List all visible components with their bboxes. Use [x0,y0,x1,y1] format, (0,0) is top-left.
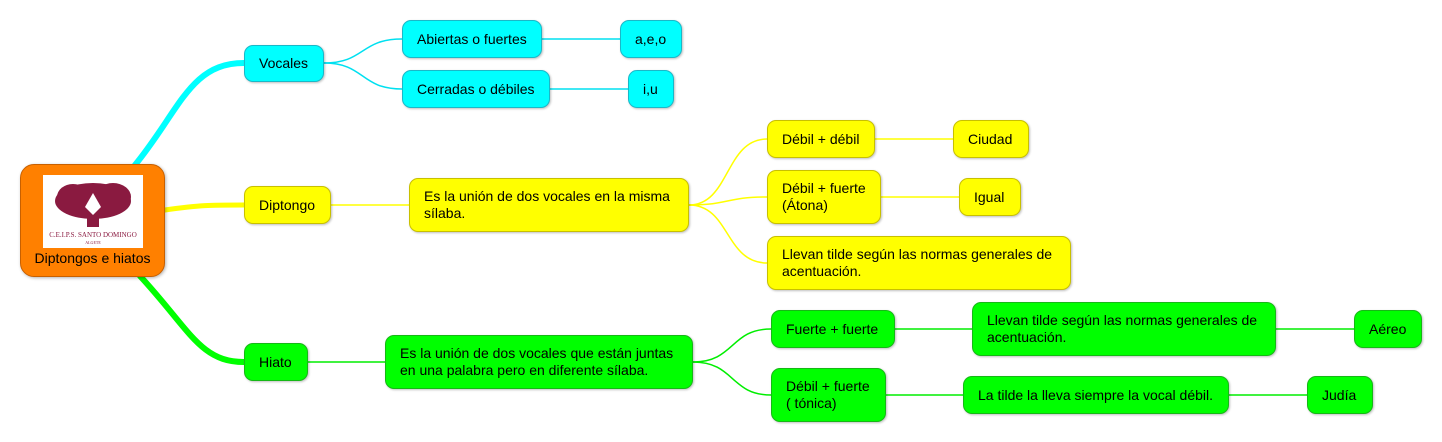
connector-diptongo [162,202,247,213]
node-cerradas-ex[interactable]: i,u [628,70,674,108]
node-hiato[interactable]: Hiato [244,343,308,381]
node-diptongo-def[interactable]: Es la unión de dos vocales en la misma s… [409,178,689,232]
node-debil-debil[interactable]: Débil + débil [767,120,875,158]
svg-text:C.E.I.P.S. SANTO DOMINGO: C.E.I.P.S. SANTO DOMINGO [49,231,137,239]
node-debil-fuerte-tonica[interactable]: Débil + fuerte ( tónica) [771,368,886,422]
node-judia[interactable]: Judía [1307,376,1373,414]
root-node[interactable]: C.E.I.P.S. SANTO DOMINGO ALGETE Diptongo… [20,164,165,277]
node-cerradas[interactable]: Cerradas o débiles [402,70,550,108]
node-debil-fuerte-atona[interactable]: Débil + fuerte (Átona) [767,170,881,224]
node-hiato-def[interactable]: Es la unión de dos vocales que están jun… [385,335,693,389]
node-vocales[interactable]: Vocales [244,45,324,82]
node-abiertas[interactable]: Abiertas o fuertes [402,20,542,58]
node-ciudad[interactable]: Ciudad [953,120,1029,158]
node-df-rule[interactable]: La tilde la lleva siempre la vocal débil… [963,376,1229,414]
node-fuerte-fuerte[interactable]: Fuerte + fuerte [771,310,895,348]
root-label: Diptongos e hiatos [34,250,151,266]
node-aereo[interactable]: Aéreo [1354,310,1422,348]
connector-hiato [137,273,247,365]
node-igual[interactable]: Igual [959,178,1021,216]
connector-vocales [132,60,247,168]
node-diptongo-tilde[interactable]: Llevan tilde según las normas generales … [767,236,1071,290]
svg-text:ALGETE: ALGETE [85,240,101,245]
school-logo: C.E.I.P.S. SANTO DOMINGO ALGETE [43,175,143,248]
node-diptongo[interactable]: Diptongo [244,186,331,224]
node-abiertas-ex[interactable]: a,e,o [620,20,682,58]
node-ff-rule[interactable]: Llevan tilde según las normas generales … [972,302,1276,356]
